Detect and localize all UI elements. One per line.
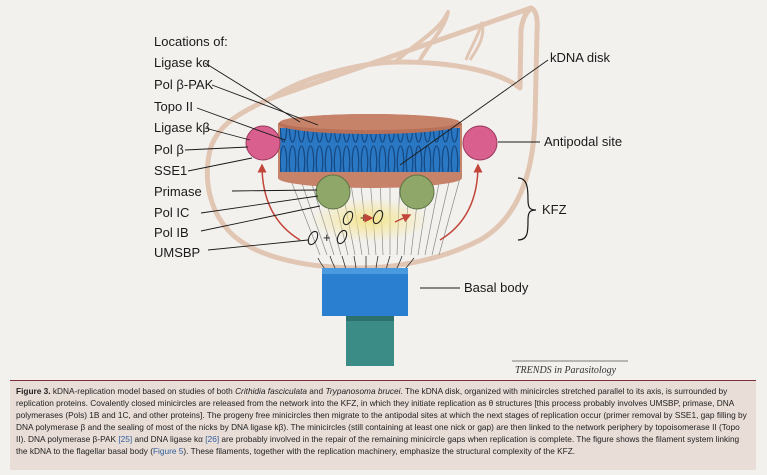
- basal-body: [322, 268, 408, 366]
- caption-text-4: and DNA ligase kα: [132, 433, 206, 444]
- label-topo-ii: Topo II: [154, 99, 193, 114]
- caption-text-5: are probably involved in the repair of t…: [16, 433, 740, 456]
- caption-ref-25[interactable]: [25]: [118, 433, 133, 444]
- caption-species-1: Crithidia fasciculata: [235, 386, 307, 396]
- caption-figure-label: Figure 3.: [16, 386, 51, 396]
- antipodal-site-left: [245, 125, 281, 161]
- label-primase: Primase: [154, 184, 202, 199]
- theta-structures: [307, 209, 384, 246]
- kfz-bracket: [517, 177, 537, 241]
- label-umsbp: UMSBP: [154, 245, 200, 260]
- caption-ref-26[interactable]: [26]: [205, 433, 220, 444]
- label-pol-ib: Pol IB: [154, 225, 189, 240]
- label-sse1: SSE1: [154, 163, 187, 178]
- label-antipodal-site: Antipodal site: [544, 134, 622, 149]
- figure-caption: Figure 3. kDNA-replication model based o…: [10, 380, 756, 470]
- label-pol-beta: Pol β: [154, 142, 184, 157]
- caption-ref-figure-5[interactable]: Figure 5: [152, 445, 184, 456]
- source-credit: TRENDS in Parasitology: [515, 365, 617, 376]
- label-ligase-ka: Ligase kα: [154, 55, 210, 70]
- primase-complex-right: [399, 174, 435, 210]
- primase-complex-left: [315, 174, 351, 210]
- leader-lines: [184, 59, 549, 289]
- caption-text-1: kDNA-replication model based on studies …: [50, 386, 236, 396]
- migration-arrows: [257, 163, 483, 241]
- label-kfz: KFZ: [542, 202, 567, 217]
- label-locations-of: Locations of:: [154, 34, 228, 49]
- caption-text-3: . The kDNA disk, organized with minicirc…: [16, 386, 747, 444]
- label-ligase-kb: Ligase kβ: [154, 120, 210, 135]
- caption-species-2: Trypanosoma brucei: [325, 386, 401, 396]
- kdna-replication-diagram: + +: [154, 5, 628, 376]
- label-kdna-disk: kDNA disk: [550, 50, 610, 65]
- flagellum: [393, 10, 450, 64]
- caption-text-6: ). These filaments, together with the re…: [183, 445, 576, 456]
- flagellum-tip: [464, 21, 485, 61]
- label-pol-ic: Pol IC: [154, 205, 189, 220]
- kdna-disk: [278, 114, 462, 188]
- label-basal-body: Basal body: [464, 280, 529, 295]
- antipodal-site-right: [462, 125, 498, 161]
- label-pol-beta-pak: Pol β-PAK: [154, 77, 214, 92]
- caption-text-2: and: [307, 386, 326, 396]
- theta-plus-lower: +: [323, 230, 331, 245]
